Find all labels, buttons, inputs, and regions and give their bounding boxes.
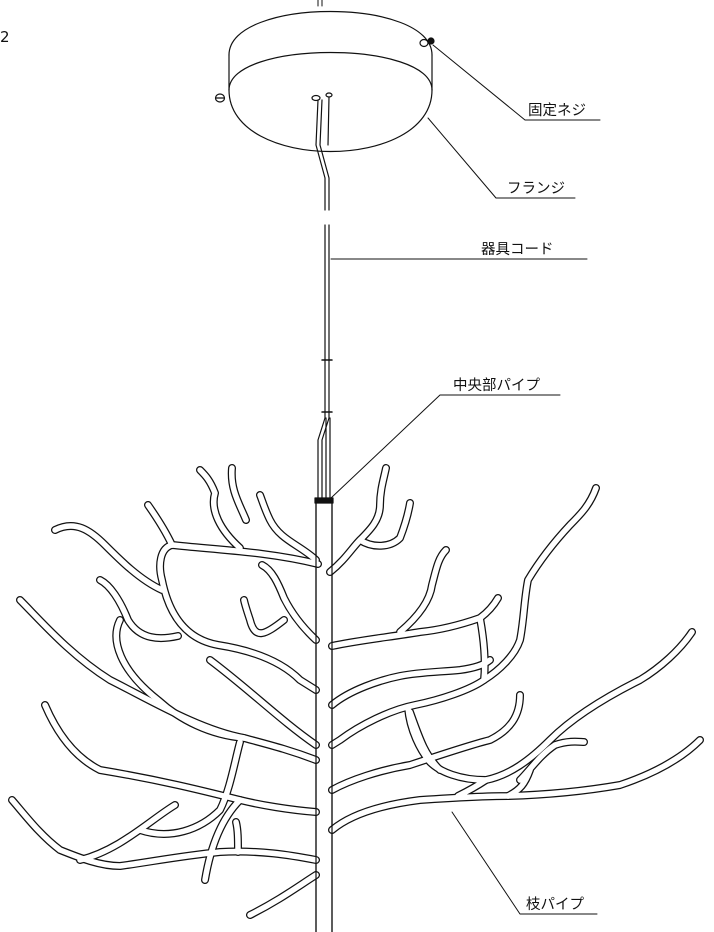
flange-label: フランジ — [507, 181, 565, 197]
leader-set-screw — [432, 44, 601, 121]
set-screw — [214, 37, 435, 103]
set-screw-label: 固定ネジ — [528, 103, 586, 119]
branch-pipes — [8, 464, 704, 932]
center-pipe-label: 中央部パイプ — [453, 378, 540, 394]
branch-pipe-label: 枝パイプ — [526, 897, 584, 913]
leader-flange — [427, 117, 576, 199]
flange — [228, 0, 433, 153]
fixture-cord — [317, 224, 333, 499]
fixture-cord-label: 器具コード — [481, 242, 554, 258]
leader-branch-pipe — [451, 811, 598, 915]
leader-lines — [330, 44, 601, 915]
fixture-cord-upper — [315, 96, 330, 211]
leader-center-pipe — [330, 394, 561, 499]
figure-number: 2 — [0, 28, 11, 46]
